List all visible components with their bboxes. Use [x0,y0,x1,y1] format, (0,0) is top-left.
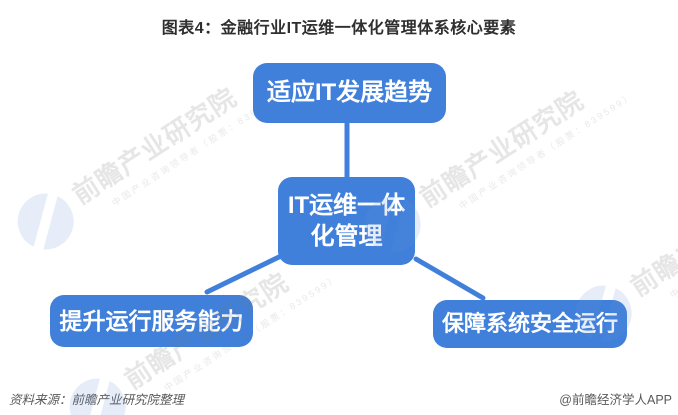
node-center-label-line1: IT运维一体 [287,192,406,219]
node-bottom-right-label: 保障系统安全运行 [441,311,618,337]
node-top: 适应IT发展趋势 [253,63,446,123]
figure-title: 图表4：金融行业IT运维一体化管理体系核心要素 [161,20,517,37]
node-bottom-left: 提升运行服务能力 [50,295,253,347]
node-bottom-right: 保障系统安全运行 [433,300,627,348]
node-center: IT运维一体 化管理 [278,177,415,265]
footer-credit: @前瞻经济学人APP [559,393,672,407]
node-bottom-left-label: 提升运行服务能力 [59,307,244,334]
edge-center-bottom-left [204,253,284,295]
edge-center-bottom-right [413,256,486,301]
node-center-label-line2: 化管理 [310,223,383,250]
footer-source: 资料来源：前瞻产业研究院整理 [9,393,185,407]
node-top-label: 适应IT发展趋势 [266,79,433,106]
